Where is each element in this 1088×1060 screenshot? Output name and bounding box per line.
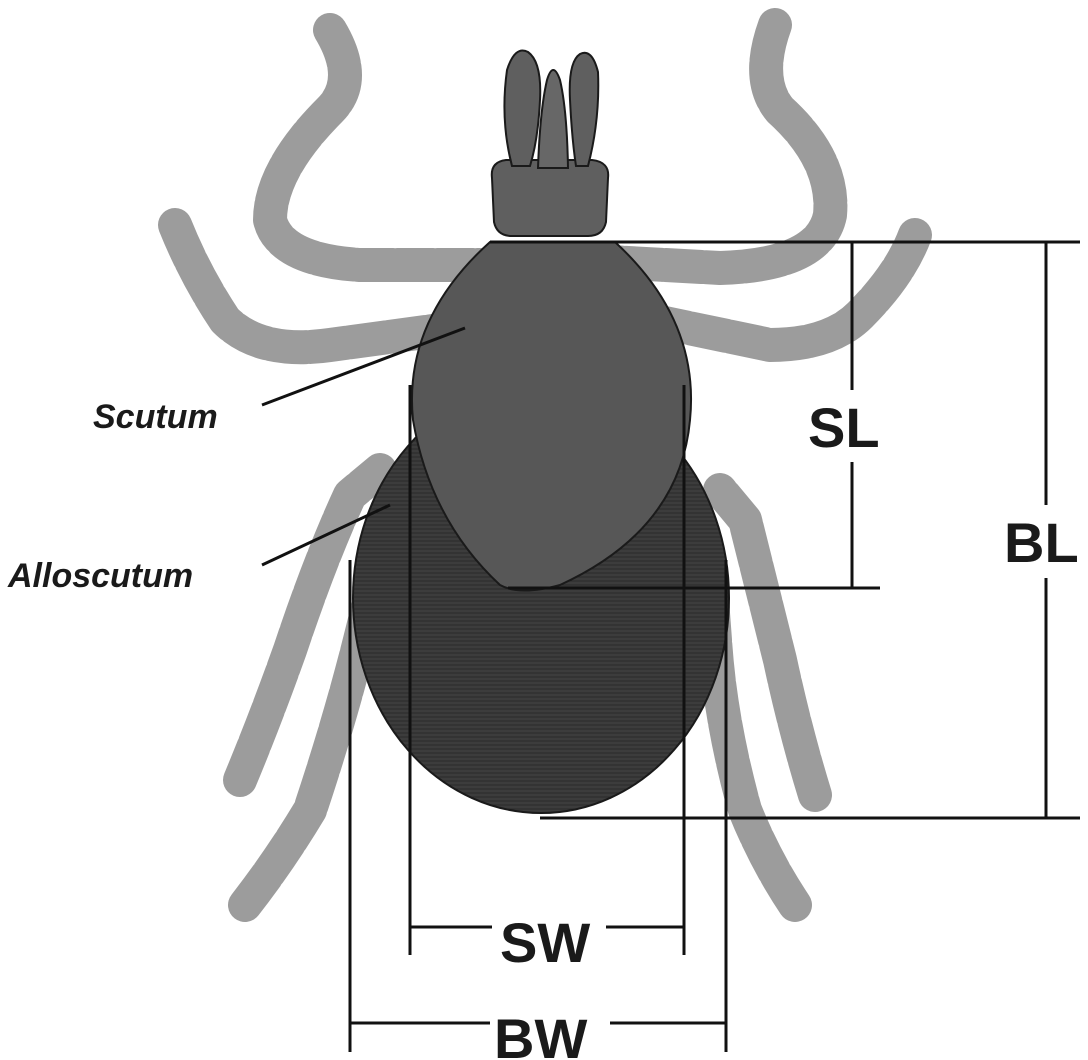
palp-right: [570, 53, 599, 166]
scutum-length-label: SL: [808, 396, 880, 459]
capitulum-base: [492, 160, 608, 236]
leg-front-right: [610, 25, 830, 268]
body-width-label: BW: [494, 1007, 587, 1060]
hypostome: [538, 70, 568, 168]
alloscutum-label: Alloscutum: [7, 557, 193, 595]
palp-left: [504, 50, 540, 166]
scutum-width-label: SW: [500, 911, 590, 974]
body-length-label: BL: [1004, 511, 1079, 574]
leg-front-left: [270, 30, 480, 265]
scutum-label: Scutum: [93, 398, 218, 436]
capitulum: [492, 50, 608, 236]
